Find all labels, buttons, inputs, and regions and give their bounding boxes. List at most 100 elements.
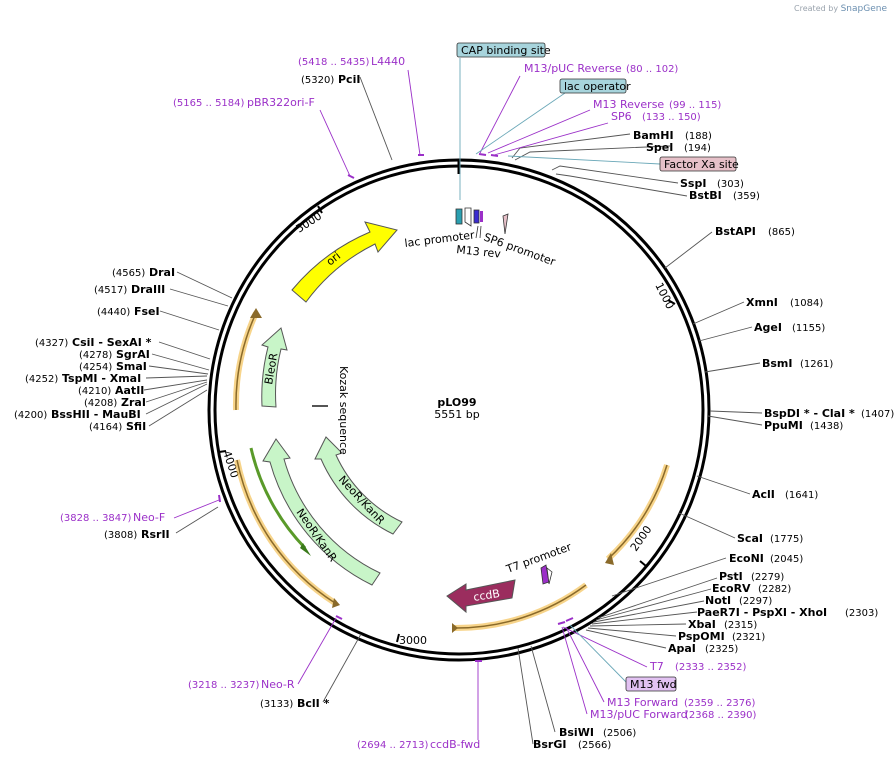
enzyme-pcii[interactable]: (5320) PciI — [301, 73, 360, 86]
enzyme-sfii[interactable]: (4164) SfiI — [89, 420, 146, 433]
svg-text:Neo-R: Neo-R — [261, 678, 295, 691]
svg-text:(5418 .. 5435): (5418 .. 5435) — [298, 57, 370, 68]
svg-text:SgrAI: SgrAI — [116, 348, 150, 361]
svg-text:EcoNI: EcoNI — [729, 552, 764, 565]
lacop-box[interactable]: lac operator — [559, 78, 631, 94]
svg-text:(2566): (2566) — [578, 740, 611, 751]
primer-leaders — [173, 69, 648, 740]
enzyme-paer7i[interactable]: PaeR7I - PspXI - XhoI (2303) — [697, 606, 878, 619]
m13fwd-box[interactable]: M13 fwd — [625, 676, 677, 692]
svg-text:(4440): (4440) — [97, 307, 130, 318]
primer-ccdb-fwd[interactable]: (2694 .. 2713) ccdB-fwd — [357, 738, 480, 751]
m13fwd-box-bg — [625, 676, 677, 692]
svg-text:(865): (865) — [768, 227, 795, 238]
enzyme-sgrai[interactable]: (4278) SgrAI — [79, 348, 150, 361]
m13fwd-box-text: M13 fwd — [630, 678, 677, 691]
cap-box[interactable]: CAP binding site — [456, 42, 551, 58]
cap-box-bg — [456, 42, 546, 58]
svg-text:(4254): (4254) — [79, 362, 112, 373]
svg-text:(303): (303) — [717, 179, 744, 190]
svg-text:AatII: AatII — [115, 384, 144, 397]
primer-neo-f[interactable]: (3828 .. 3847) Neo-F — [60, 511, 165, 524]
primer-pbr322ori-f[interactable]: (5165 .. 5184) pBR322ori-F — [173, 96, 315, 109]
svg-text:AclI: AclI — [752, 488, 775, 501]
orf-arc-left — [232, 311, 259, 411]
enzyme-agei[interactable]: AgeI (1155) — [754, 321, 825, 334]
svg-text:SmaI: SmaI — [116, 360, 147, 373]
enzyme-bsshii[interactable]: (4200) BssHII - MauBI — [14, 408, 141, 421]
tick-3000: 3000 — [396, 633, 427, 647]
enzyme-draiii[interactable]: (4517) DraIII — [94, 283, 165, 296]
svg-text:2000: 2000 — [628, 523, 655, 553]
snapgene-credit: Created by SnapGene — [794, 4, 887, 14]
enzyme-zrai[interactable]: (4208) ZraI — [84, 396, 146, 409]
enzyme-bamhi[interactable]: BamHI (188) — [633, 129, 712, 142]
enzyme-drai[interactable]: (4565) DraI — [112, 266, 175, 279]
enzyme-smai[interactable]: (4254) SmaI — [79, 360, 147, 373]
svg-text:BclI *: BclI * — [297, 697, 330, 710]
svg-text:(4210): (4210) — [78, 386, 111, 397]
enzyme-bstbi[interactable]: BstBI (359) — [689, 189, 760, 202]
svg-text:T7: T7 — [649, 660, 664, 673]
enzyme-bsmi[interactable]: BsmI (1261) — [762, 357, 833, 370]
svg-text:(5320): (5320) — [301, 75, 334, 86]
lac-promoter-mark — [464, 207, 472, 227]
primer-l4440[interactable]: (5418 .. 5435) L4440 — [298, 55, 405, 68]
primer-neo-r[interactable]: (3218 .. 3237) Neo-R — [188, 678, 295, 691]
enzyme-psti[interactable]: PstI (2279) — [719, 570, 784, 583]
primer-m13puc-forward[interactable]: M13/pUC Forward (2368 .. 2390) — [590, 708, 757, 721]
enzyme-spei[interactable]: SpeI (194) — [646, 141, 711, 154]
svg-text:M13 Forward: M13 Forward — [607, 696, 678, 709]
svg-text:PpuMI: PpuMI — [764, 419, 803, 432]
enzyme-bsrgi[interactable]: BsrGI (2566) — [533, 738, 611, 751]
fxa-box[interactable]: Factor Xa site — [659, 156, 739, 172]
svg-text:XbaI: XbaI — [688, 618, 716, 631]
t7-promoter-shape — [546, 567, 553, 585]
svg-text:(2279): (2279) — [751, 572, 784, 583]
svg-text:(2315): (2315) — [724, 620, 757, 631]
enzyme-csii[interactable]: (4327) CsiI - SexAI * — [35, 336, 152, 349]
svg-text:(2368 .. 2390): (2368 .. 2390) — [685, 710, 757, 721]
enzyme-bcli[interactable]: (3133) BclI * — [260, 697, 330, 710]
enzyme-bsiwi[interactable]: BsiWI (2506) — [559, 726, 636, 739]
enzyme-noti[interactable]: NotI (2297) — [705, 594, 772, 607]
enzyme-ecorv[interactable]: EcoRV (2282) — [712, 582, 791, 595]
primer-m13puc-reverse[interactable]: M13/pUC Reverse (80 .. 102) — [524, 62, 678, 75]
svg-text:AgeI: AgeI — [754, 321, 782, 334]
fxa-box-bg — [659, 156, 737, 172]
orf-arrowhead-lowleft — [332, 598, 340, 608]
enzyme-aatii[interactable]: (4210) AatII — [78, 384, 144, 397]
bleor-arrow[interactable] — [261, 327, 288, 408]
credit-brand: SnapGene — [840, 4, 887, 14]
enzyme-tspmi[interactable]: (4252) TspMI - XmaI — [25, 372, 141, 385]
enzyme-acli[interactable]: AclI (1641) — [752, 488, 818, 501]
neokan-arrow-inner[interactable] — [314, 436, 403, 535]
enzyme-bstapi[interactable]: BstAPI (865) — [715, 225, 795, 238]
svg-text:(4278): (4278) — [79, 350, 112, 361]
enzyme-apai[interactable]: ApaI (2325) — [668, 642, 738, 655]
enzyme-rsrii[interactable]: (3808) RsrII — [104, 528, 170, 541]
enzyme-xmni[interactable]: XmnI (1084) — [746, 296, 823, 309]
enzyme-econi[interactable]: EcoNI (2045) — [729, 552, 803, 565]
orf-arc-left-line — [235, 312, 257, 411]
enzyme-ppumi[interactable]: PpuMI (1438) — [764, 419, 843, 432]
neokan-inner-label: NeoR/KanR — [336, 473, 388, 527]
svg-text:(3133): (3133) — [260, 699, 293, 710]
enzyme-fsei[interactable]: (4440) FseI — [97, 305, 160, 318]
enzyme-bspdi[interactable]: BspDI * - ClaI * (1407) — [764, 407, 894, 420]
svg-text:ApaI: ApaI — [668, 642, 696, 655]
enzyme-pspomi[interactable]: PspOMI (2321) — [678, 630, 765, 643]
svg-text:M13 Reverse: M13 Reverse — [593, 98, 664, 111]
neokan-arrow-outer[interactable] — [262, 438, 381, 586]
credit-prefix: Created by — [794, 4, 839, 13]
enzyme-sspi[interactable]: SspI (303) — [680, 177, 744, 190]
primer-t7[interactable]: T7 (2333 .. 2352) — [649, 660, 747, 673]
primer-sp6[interactable]: SP6 (133 .. 150) — [611, 110, 701, 123]
primer-m13-reverse[interactable]: M13 Reverse (99 .. 115) — [593, 98, 721, 111]
ccdb-label: ccdB — [472, 587, 500, 604]
enzyme-xbai[interactable]: XbaI (2315) — [688, 618, 757, 631]
enzyme-scai[interactable]: ScaI (1775) — [737, 532, 803, 545]
ori-arrow[interactable] — [291, 221, 398, 303]
ccdb-arrow[interactable] — [446, 579, 516, 614]
primer-m13-forward[interactable]: M13 Forward (2359 .. 2376) — [607, 696, 756, 709]
